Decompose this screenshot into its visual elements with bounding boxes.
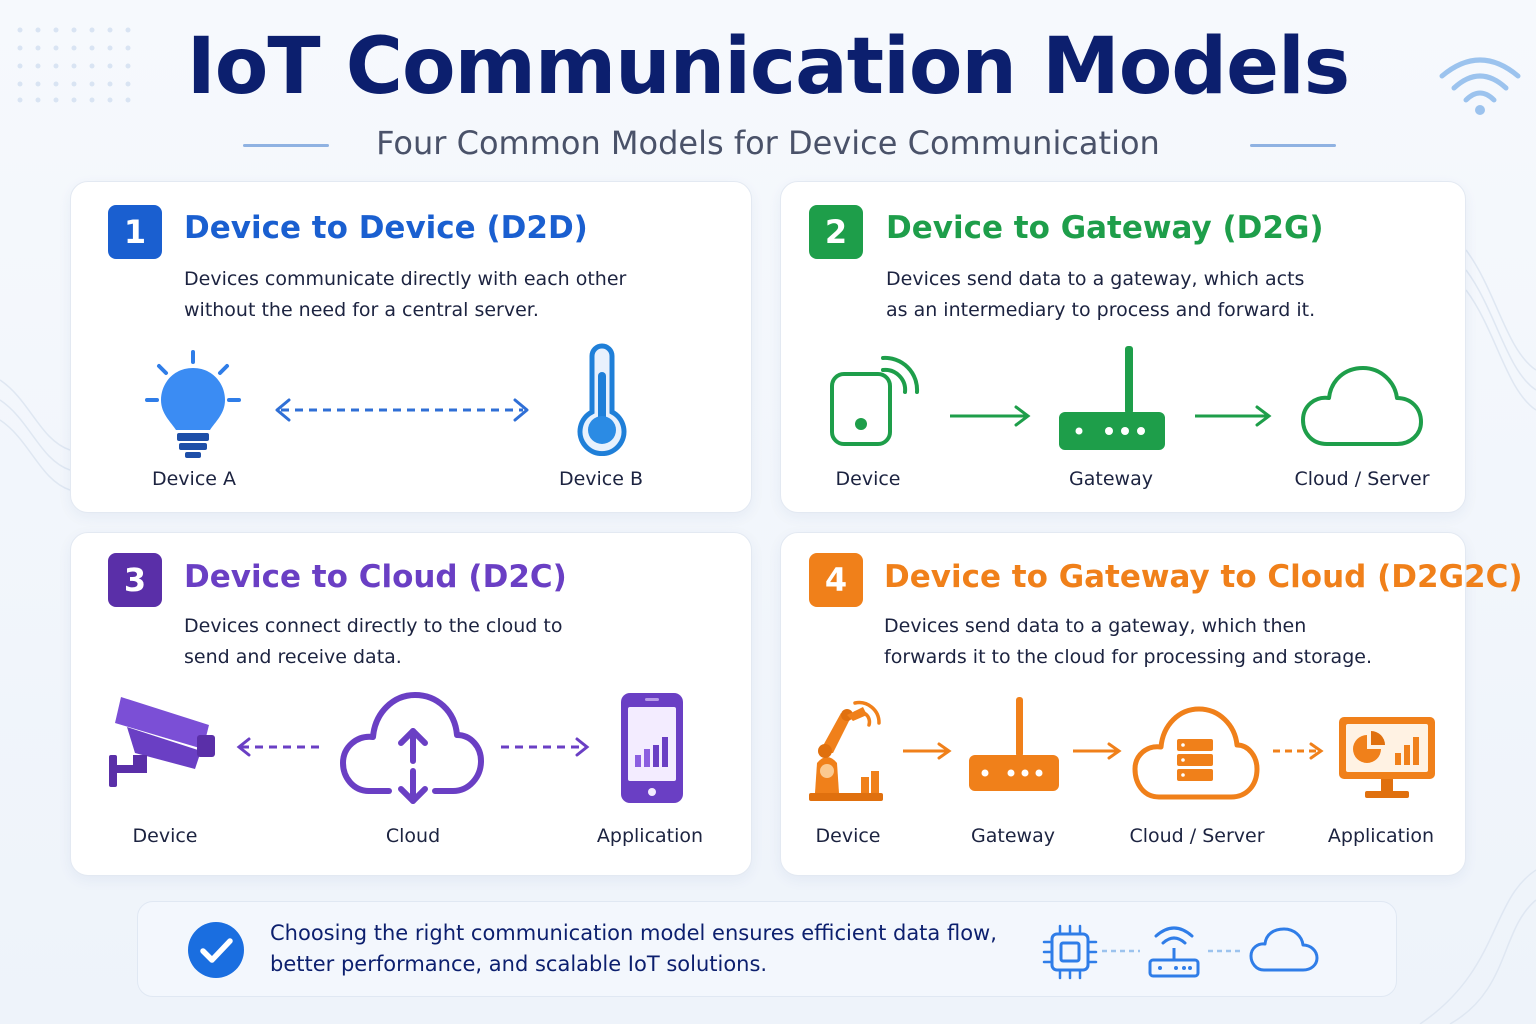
arrow-right [1195,405,1272,427]
model-card-d2c: 3 Device to Cloud (D2C) Devices connect … [70,532,752,876]
cloud-icon [1249,927,1319,972]
arrow-right [903,742,952,760]
subtitle-rule-left [243,144,329,147]
node-label: Device [815,825,881,847]
dashed-connector [1102,949,1140,953]
node-label: Device [132,825,198,847]
cloud-icon [1301,366,1423,446]
model-card-d2d: 1 Device to Device (D2D) Devices communi… [70,181,752,513]
router-wifi-icon [1148,926,1200,978]
node-label: Cloud / Server [1294,468,1430,490]
model-description: Devices connect directly to the cloud to… [184,615,563,668]
node-label: Application [596,825,704,847]
node-label: Device A [151,468,236,490]
model-title: Device to Cloud (D2C) [184,559,567,595]
router-icon [969,697,1059,791]
model-description: Devices send data to a gateway, which th… [884,615,1372,668]
summary-banner: Choosing the right communication model e… [137,901,1397,997]
model-number-badge: 3 [108,553,162,607]
model-description: Devices send data to a gateway, which ac… [886,268,1316,321]
node-label: Gateway [1069,468,1153,490]
check-circle-icon [188,922,244,978]
page-subtitle: Four Common Models for Device Communicat… [376,124,1160,162]
model-number-badge: 2 [809,205,863,259]
dashed-connector [1208,949,1244,953]
summary-text: Choosing the right communication model e… [270,921,997,976]
sensor-icon [830,355,920,446]
node-label: Cloud / Server [1129,825,1265,847]
wave-decoration-left [0,379,70,491]
wave-decoration-bottom [1419,869,1536,1024]
node-label: Cloud [385,825,441,847]
model-title: Device to Gateway to Cloud (D2G2C) [884,559,1523,595]
model-title: Device to Device (D2D) [184,210,588,246]
dashed-arrow-right [1273,742,1324,760]
security-camera-icon [109,697,215,787]
router-icon [1059,346,1165,450]
model-title: Device to Gateway (D2G) [886,210,1324,246]
monitor-chart-icon [1339,717,1435,798]
wifi-icon [1439,57,1521,115]
chip-icon [1042,924,1098,980]
smartphone-icon [621,693,683,803]
subtitle-rule-right [1250,144,1336,147]
dot-grid-decoration [17,27,131,103]
cloud-sync-icon [340,692,484,804]
robot-arm-icon [809,700,883,801]
node-label: Device [835,468,901,490]
lightbulb-icon [145,350,241,458]
node-label: Gateway [971,825,1055,847]
model-card-d2g2c: 4 Device to Gateway to Cloud (D2G2C) Dev… [780,532,1523,876]
arrow-right [1073,742,1122,760]
model-description: Devices communicate directly with each o… [184,268,627,321]
node-label: Application [1327,825,1435,847]
bidirectional-dashed-arrow [275,398,529,422]
node-label: Device B [558,468,644,490]
page-title: IoT Communication Models [186,22,1350,112]
thermometer-icon [577,343,627,456]
arrow-right [950,405,1031,427]
model-number-badge: 1 [108,205,162,259]
cloud-server-icon [1132,706,1260,800]
model-card-d2g: 2 Device to Gateway (D2G) Devices send d… [780,181,1466,513]
wave-decoration-right [1466,249,1536,411]
dashed-arrow-right [501,737,590,757]
dashed-arrow-left [236,737,325,757]
model-number-badge: 4 [809,553,863,607]
